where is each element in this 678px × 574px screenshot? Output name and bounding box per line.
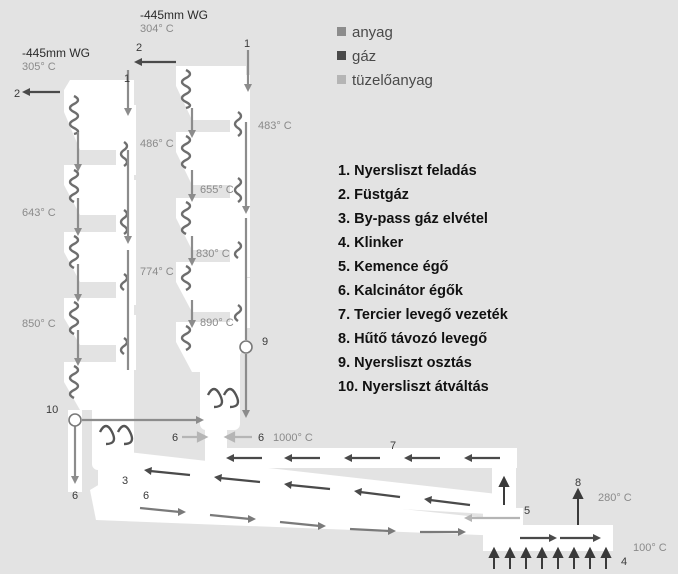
marker-1-right: 1 <box>244 38 250 50</box>
temp-left-exit: 305° C <box>22 61 56 73</box>
right-cyclone-1 <box>176 66 246 120</box>
left-riser-1 <box>116 105 136 175</box>
right-calciner <box>200 350 240 430</box>
marker-6-c: 6 <box>172 432 178 444</box>
left-top-outlet <box>64 80 134 96</box>
marker-8: 8 <box>575 477 581 489</box>
temp-890: 890° C <box>200 317 234 329</box>
swirl-left-2 <box>68 168 80 204</box>
marker-2-right: 2 <box>136 42 142 54</box>
temp-850: 850° C <box>22 318 56 330</box>
splitter-10 <box>68 413 82 427</box>
swirl-right-2 <box>180 134 192 170</box>
temp-655: 655° C <box>200 184 234 196</box>
left-calciner-loops <box>98 424 134 446</box>
swirl-left-5 <box>68 364 80 400</box>
swirl-right-riser-3 <box>233 241 243 259</box>
numbered-key: 1. Nyersliszt feladás 2. Füstgáz 3. By-p… <box>338 163 509 395</box>
marker-5: 5 <box>524 505 530 517</box>
kiln-burner-arrow <box>464 514 472 522</box>
marker-7: 7 <box>390 440 396 452</box>
right-cyclone-2 <box>176 132 246 185</box>
temp-280: 280° C <box>598 492 632 504</box>
marker-6-d: 6 <box>258 432 264 444</box>
kiln-bottom-duct <box>90 478 506 536</box>
right-calciner-loops <box>206 387 240 409</box>
kiln-inlet-flow <box>139 506 460 534</box>
swirl-left-1 <box>68 94 80 136</box>
marker-4: 4 <box>621 556 627 568</box>
legend-swatch-fuel <box>337 75 346 84</box>
legend-swatch-material <box>337 27 346 36</box>
pressure-left-string: -445mm WG <box>22 46 90 60</box>
swirl-right-riser-2 <box>233 177 243 203</box>
swirl-right-3 <box>180 200 192 236</box>
swirl-right-1 <box>180 68 192 110</box>
right-cyclone-4 <box>176 262 246 312</box>
temp-774: 774° C <box>140 266 174 278</box>
right-cyclone-3 <box>176 198 246 250</box>
marker-1-left: 1 <box>124 73 130 85</box>
material-arrowheads <box>71 84 252 484</box>
swirl-left-riser-4 <box>119 337 129 355</box>
swirl-left-3 <box>68 234 80 270</box>
marker-6-a: 6 <box>72 490 78 502</box>
key-item-8: 8. Hűtő távozó levegő <box>338 331 487 347</box>
marker-9: 9 <box>262 336 268 348</box>
key-item-10: 10. Nyersliszt átváltás <box>338 379 489 395</box>
pressure-right-string: -445mm WG <box>140 8 208 22</box>
temp-1000: 1000° C <box>273 432 313 444</box>
material-flow <box>73 50 250 480</box>
number-markers: 1 1 2 2 3 4 5 6 6 6 6 7 8 9 10 <box>14 38 627 568</box>
marker-6-b: 6 <box>143 490 149 502</box>
splitter-9 <box>239 340 253 354</box>
swirl-left-riser-3 <box>119 273 129 291</box>
key-item-1: 1. Nyersliszt feladás <box>338 163 477 179</box>
swirl-right-riser-4 <box>233 304 243 322</box>
legend-label-fuel: tüzelőanyag <box>352 72 433 89</box>
key-item-3: 3. By-pass gáz elvétel <box>338 211 488 227</box>
key-item-9: 9. Nyersliszt osztás <box>338 355 472 371</box>
marker-3: 3 <box>122 475 128 487</box>
key-item-6: 6. Kalcinátor égők <box>338 283 464 299</box>
calciner-burners <box>182 431 252 443</box>
temp-100: 100° C <box>633 542 667 554</box>
key-item-4: 4. Klinker <box>338 235 404 251</box>
legend-swatch-gas <box>337 51 346 60</box>
key-item-5: 5. Kemence égő <box>338 259 449 275</box>
swirl-right-4 <box>180 264 192 292</box>
rotary-kiln <box>98 450 506 515</box>
temp-643: 643° C <box>22 207 56 219</box>
swirl-left-4 <box>68 300 80 336</box>
marker-10: 10 <box>46 404 58 416</box>
legend-label-material: anyag <box>352 24 393 41</box>
temp-830: 830° C <box>196 248 230 260</box>
temp-483: 483° C <box>258 120 292 132</box>
cooler-air-arrows <box>488 475 612 569</box>
kiln-inlet-arrowheads <box>178 508 466 536</box>
temp-486: 486° C <box>140 138 174 150</box>
key-item-7: 7. Tercier levegő vezeték <box>338 307 509 323</box>
legend: anyag gáz tüzelőanyag <box>337 24 433 89</box>
legend-label-gas: gáz <box>352 48 376 65</box>
key-item-2: 2. Füstgáz <box>338 187 409 203</box>
process-labels: -445mm WG 304° C -445mm WG 305° C 483° C… <box>22 8 667 554</box>
temp-right-exit: 304° C <box>140 23 174 35</box>
swirl-right-riser-1 <box>233 111 243 137</box>
marker-2-left: 2 <box>14 88 20 100</box>
gas-flow <box>28 60 595 540</box>
swirl-right-5 <box>180 324 192 352</box>
gas-arrowheads <box>22 58 601 542</box>
